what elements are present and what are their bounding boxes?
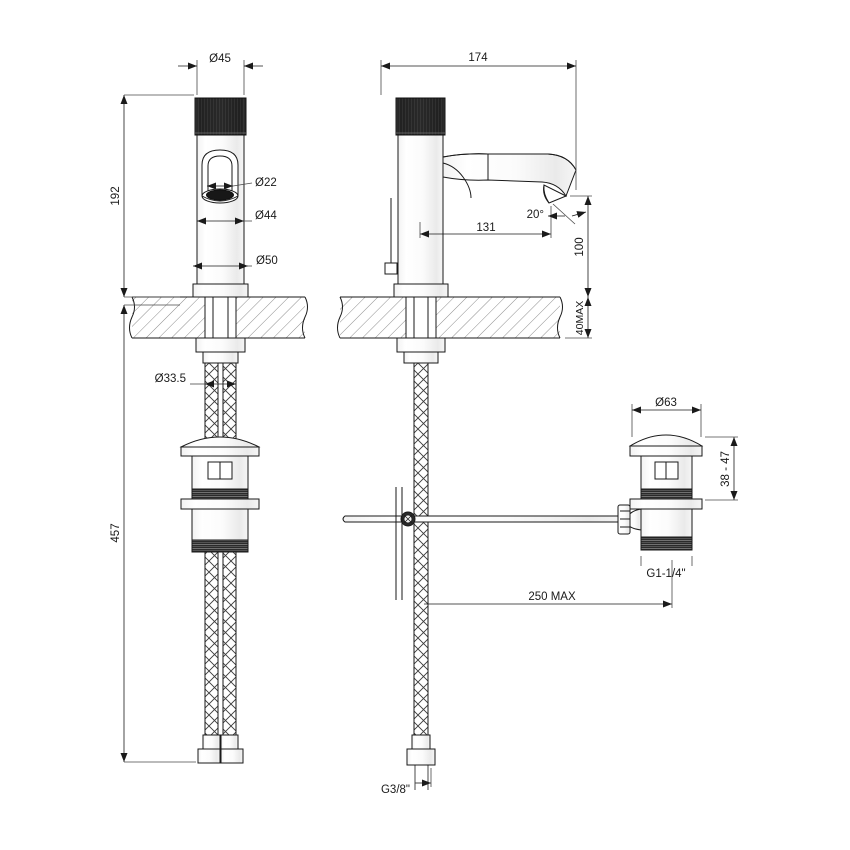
- dim-cap-dia: Ø45: [178, 53, 263, 95]
- dim-outlet-angle: 20°: [527, 203, 587, 225]
- dim-spout-reach: 131: [419, 206, 552, 238]
- faucet-body-side: [384, 134, 449, 298]
- spout-side: [442, 153, 577, 204]
- dim-label-rod-length: 250 MAX: [528, 591, 576, 603]
- dim-label-spout-reach: 131: [476, 222, 495, 234]
- dim-spout-height: 100: [570, 195, 592, 297]
- spout-front-foreshortened: [201, 149, 239, 204]
- dim-label-hose-dia: Ø33.5: [155, 373, 186, 385]
- dim-supply-thread: G3/8": [381, 768, 432, 796]
- dim-waste-thread: G1-1/4": [640, 556, 693, 580]
- dim-label-height-below: 457: [110, 523, 122, 542]
- popup-waste-detail-view: [617, 434, 704, 551]
- dim-waste-cap-dia: Ø63: [631, 397, 702, 437]
- knurled-handle-side: [395, 97, 446, 136]
- dim-label-height-above: 192: [110, 186, 122, 205]
- dim-height-above-counter: 192: [110, 94, 194, 298]
- dim-hose-dia: Ø33.5: [155, 373, 236, 388]
- counter-slab-side: [337, 296, 563, 339]
- front-elevation-view: [129, 97, 308, 764]
- dim-rod-length: 250 MAX: [424, 560, 673, 608]
- dim-waste-height-range: 38 - 47: [705, 436, 738, 501]
- shank-front: [195, 296, 246, 364]
- dim-label-waste-height-range: 38 - 47: [720, 451, 732, 487]
- dim-label-counter-thickness: 40MAX: [574, 301, 586, 335]
- dim-label-waste-cap-dia: Ø63: [655, 397, 677, 409]
- dim-outlet-dia: Ø22: [207, 177, 277, 190]
- dim-body-dia: Ø44: [197, 210, 277, 225]
- popup-pull-rod: [342, 487, 633, 600]
- dim-label-waste-thread: G1-1/4": [646, 568, 685, 580]
- dim-overall-reach: 174: [380, 52, 577, 190]
- dimension-layer: Ø45 Ø22 Ø44 Ø50 192: [110, 52, 738, 796]
- dim-label-outlet-angle: 20°: [527, 209, 544, 221]
- dim-label-outlet-dia: Ø22: [255, 177, 277, 189]
- braided-hose-side: [406, 362, 436, 790]
- popup-waste-front: [179, 436, 261, 553]
- dim-label-spout-height: 100: [574, 237, 586, 256]
- dim-base-dia: Ø50: [193, 255, 278, 270]
- dim-label-cap-dia: Ø45: [209, 53, 231, 65]
- dim-label-base-dia: Ø50: [256, 255, 278, 267]
- braided-hoses-lower-front: [197, 551, 244, 764]
- dim-label-supply-thread: G3/8": [381, 784, 410, 796]
- dim-label-body-dia: Ø44: [255, 210, 277, 222]
- knurled-handle-front: [194, 97, 247, 136]
- dim-height-below-counter: 457: [110, 304, 196, 763]
- side-elevation-view: [337, 97, 633, 790]
- shank-side: [396, 296, 446, 364]
- dim-label-overall-reach: 174: [468, 52, 488, 64]
- dim-counter-thickness: 40MAX: [565, 297, 592, 339]
